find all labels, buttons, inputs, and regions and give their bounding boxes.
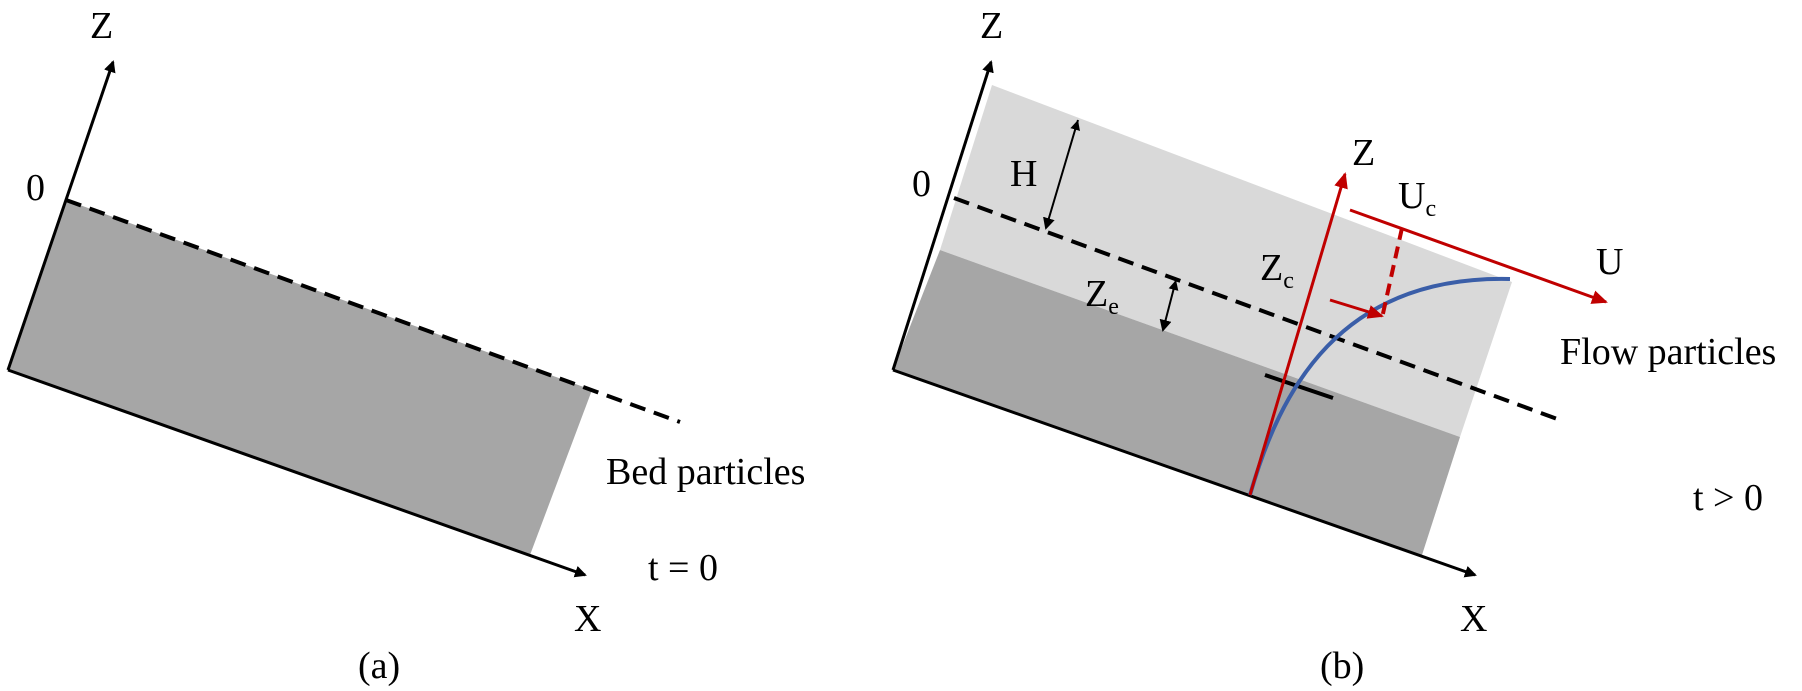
contact-velocity-sub: c [1425, 196, 1436, 222]
panel-a: Z 0 Bed particles t = 0 X (a) [6, 5, 805, 687]
z-axis-a [6, 60, 116, 371]
flow-particles-region [940, 85, 1512, 437]
flow-particles-label: Flow particles [1560, 331, 1776, 373]
bed-particles-label: Bed particles [606, 451, 805, 493]
contact-height-sub: c [1283, 268, 1294, 294]
contact-velocity-label: Uc [1398, 175, 1436, 222]
bed-particles-region-b [893, 250, 1460, 555]
contact-height-main: Z [1260, 247, 1283, 289]
time-label-a: t = 0 [648, 547, 718, 589]
caption-b: (b) [1320, 645, 1364, 687]
z-axis-b [891, 60, 994, 371]
z-axis-label-a: Z [90, 5, 113, 47]
local-z-axis-label: Z [1352, 132, 1375, 174]
origin-label-b: 0 [912, 163, 931, 205]
flow-height-label: H [1010, 153, 1037, 195]
origin-label-a: 0 [26, 167, 45, 209]
x-axis-b [892, 368, 1477, 578]
x-axis-a [7, 368, 587, 578]
local-z-axis-red [1248, 172, 1348, 496]
erosion-depth-arrow [1159, 279, 1179, 332]
contact-velocity-main: U [1398, 175, 1425, 217]
reference-dashed-line-b [953, 196, 1561, 422]
flow-height-arrow [1043, 119, 1080, 230]
bed-particles-region-a [8, 200, 592, 555]
contact-height-label: Zc [1260, 247, 1294, 294]
x-axis-label-b: X [1460, 598, 1487, 640]
contact-velocity-dashed-red [1380, 227, 1404, 319]
contact-velocity-arrow-red [1329, 298, 1384, 319]
erosion-depth-sub: e [1108, 294, 1119, 320]
x-axis-label-a: X [574, 598, 601, 640]
z-axis-label-b: Z [980, 5, 1003, 47]
local-u-axis-red [1349, 208, 1608, 304]
time-label-b: t > 0 [1693, 477, 1763, 519]
contact-point-marker [1264, 373, 1334, 400]
local-u-axis-label: U [1596, 241, 1623, 283]
erosion-depth-main: Z [1085, 273, 1108, 315]
bed-surface-dashed-line-a [65, 198, 681, 424]
caption-a: (a) [358, 645, 400, 687]
panel-b: Z 0 H Ze Z Uc Zc U Flow particles t > 0 … [891, 5, 1776, 687]
erosion-depth-label: Ze [1085, 273, 1119, 320]
